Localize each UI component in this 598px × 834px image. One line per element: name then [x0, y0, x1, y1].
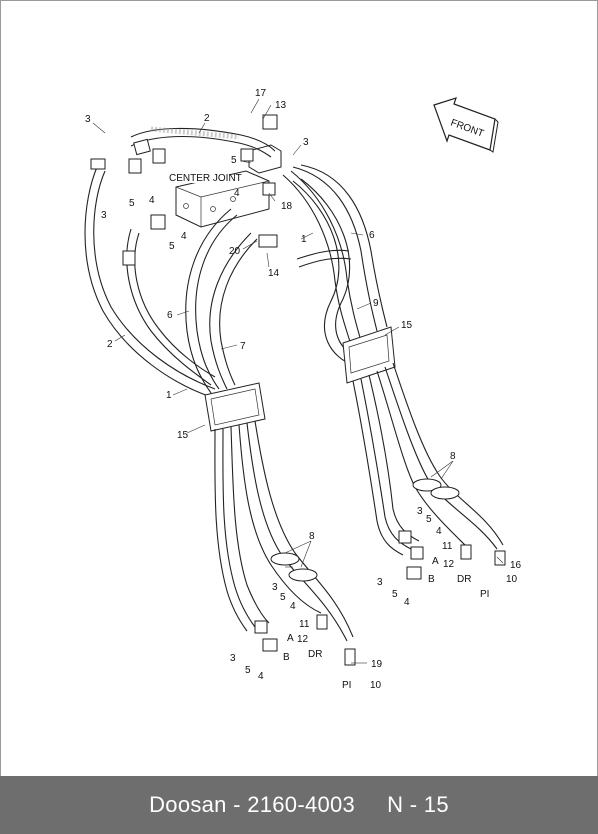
leader-lines	[92, 98, 504, 664]
callout-19: 19	[371, 659, 383, 670]
callout-3: 3	[272, 582, 278, 593]
callout-11: 11	[299, 619, 310, 630]
clamp-8-left	[270, 552, 318, 582]
page-reference: N - 15	[387, 792, 449, 817]
callout-5: 5	[392, 589, 398, 600]
callout-15: 15	[401, 320, 413, 331]
callout-4: 4	[290, 601, 296, 612]
callout-16: 16	[510, 560, 522, 571]
callout-5: 5	[129, 198, 135, 209]
callout-DR: DR	[308, 649, 322, 660]
front-arrow-icon: FRONT	[433, 97, 499, 153]
callout-2: 2	[204, 113, 210, 124]
callout-DR: DR	[457, 574, 471, 585]
callout-3: 3	[230, 653, 236, 664]
hydraulic-hose-diagram: FRONT CENTER JOINT	[84, 88, 522, 691]
callouts: 17 13 2 3 3 5 4 5 4 3 4 5 18 1 6 20 14 9…	[85, 88, 522, 691]
callout-3: 3	[85, 114, 91, 125]
clamp-8-right	[412, 478, 460, 500]
hose-clamp-left	[204, 382, 266, 432]
callout-20: 20	[229, 246, 241, 257]
callout-A: A	[287, 633, 294, 644]
callout-12: 12	[297, 634, 309, 645]
callout-10: 10	[370, 680, 382, 691]
callout-4: 4	[258, 671, 264, 682]
callout-17: 17	[255, 88, 267, 99]
callout-8: 8	[309, 531, 315, 542]
callout-4: 4	[234, 188, 240, 199]
callout-2: 2	[107, 339, 113, 350]
callout-9: 9	[373, 298, 379, 309]
callout-B: B	[283, 652, 290, 663]
callout-10: 10	[506, 574, 518, 585]
brand-name: Doosan	[149, 792, 227, 817]
callout-B: B	[428, 574, 435, 585]
callout-3: 3	[303, 137, 309, 148]
footer-bar: Doosan - 2160-4003 N - 15	[0, 776, 598, 834]
callout-5: 5	[245, 665, 251, 676]
spacer	[355, 792, 387, 818]
callout-14: 14	[268, 268, 280, 279]
callout-18: 18	[281, 201, 293, 212]
hose-clamp-right	[342, 326, 396, 384]
callout-15: 15	[177, 430, 189, 441]
callout-PI: PI	[480, 589, 489, 600]
callout-4: 4	[436, 526, 442, 537]
callout-12: 12	[443, 559, 455, 570]
fittings	[90, 114, 506, 666]
diagram-frame: FRONT CENTER JOINT	[0, 0, 598, 778]
center-joint-label: CENTER JOINT	[169, 173, 242, 184]
callout-6: 6	[167, 310, 173, 321]
callout-5: 5	[231, 155, 237, 166]
callout-PI: PI	[342, 680, 351, 691]
callout-11: 11	[442, 541, 453, 552]
part-number: 2160-4003	[247, 792, 356, 817]
callout-3: 3	[377, 577, 383, 588]
callout-1: 1	[166, 390, 172, 401]
separator: -	[226, 792, 248, 817]
callout-13: 13	[275, 100, 287, 111]
callout-4: 4	[404, 597, 410, 608]
callout-4: 4	[181, 231, 187, 242]
callout-1: 1	[301, 234, 307, 245]
callout-7: 7	[240, 341, 246, 352]
callout-3: 3	[417, 506, 423, 517]
callout-5: 5	[169, 241, 175, 252]
callout-3: 3	[101, 210, 107, 221]
callout-4: 4	[149, 195, 155, 206]
callout-8: 8	[450, 451, 456, 462]
callout-6: 6	[369, 230, 375, 241]
callout-5: 5	[280, 592, 286, 603]
callout-5: 5	[426, 514, 432, 525]
center-joint: CENTER JOINT	[167, 144, 282, 228]
callout-A: A	[432, 556, 439, 567]
